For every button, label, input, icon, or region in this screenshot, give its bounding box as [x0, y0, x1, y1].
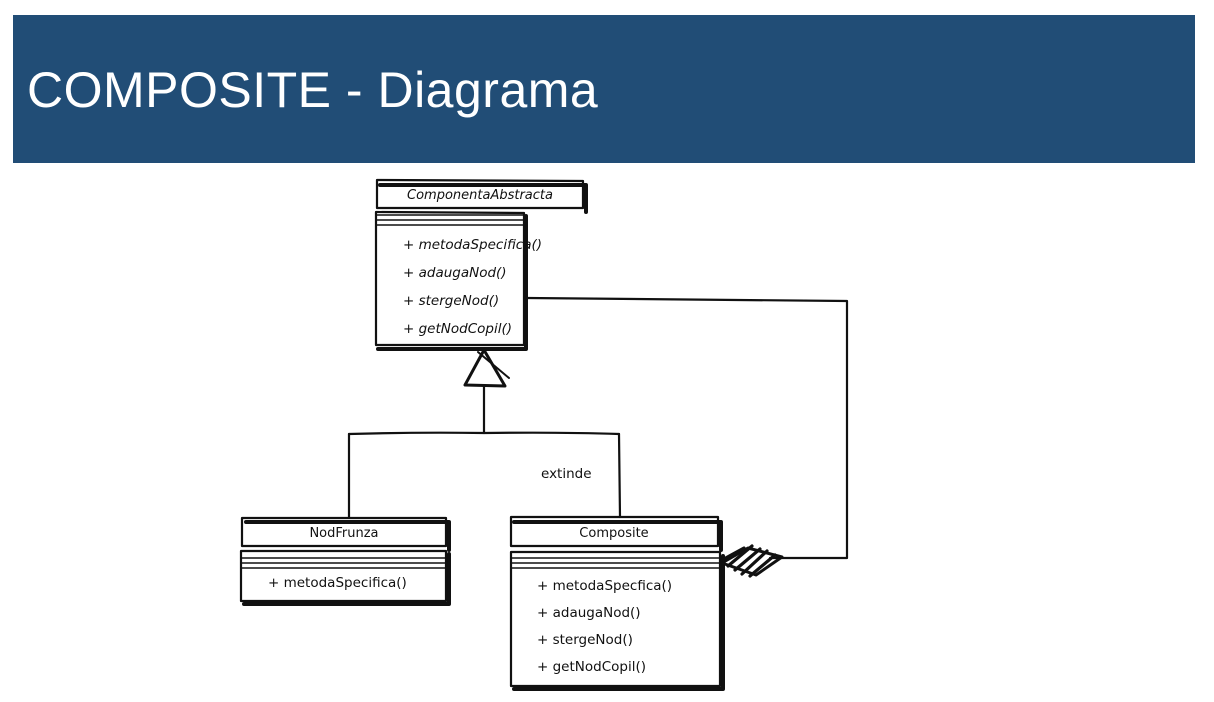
composite-op-0: + metodaSpecfica() — [537, 578, 672, 594]
abstract-class-box — [374, 178, 588, 351]
abstract-op-2: + stergeNod() — [403, 293, 499, 309]
abstract-op-1: + adaugaNod() — [403, 265, 507, 281]
leaf-class-name: NodFrunza — [309, 526, 378, 541]
composite-class-box — [509, 515, 725, 691]
title-bar: COMPOSITE - Diagrama — [13, 15, 1195, 163]
inheritance-label: extinde — [541, 466, 592, 482]
slide-title: COMPOSITE - Diagrama — [27, 62, 599, 118]
composite-op-1: + adaugaNod() — [537, 605, 641, 621]
composite-op-2: + stergeNod() — [537, 632, 633, 648]
leaf-op-0: + metodaSpecifica() — [268, 575, 407, 591]
composite-class-name: Composite — [579, 526, 648, 541]
abstract-op-0: + metodaSpecifica() — [403, 237, 542, 253]
leaf-class-box — [239, 516, 451, 606]
composite-op-3: + getNodCopil() — [537, 659, 646, 675]
abstract-op-3: + getNodCopil() — [403, 321, 512, 337]
inheritance-arrow — [347, 348, 622, 519]
abstract-class-name: ComponentaAbstracta — [407, 188, 553, 203]
composition-link — [525, 296, 849, 578]
